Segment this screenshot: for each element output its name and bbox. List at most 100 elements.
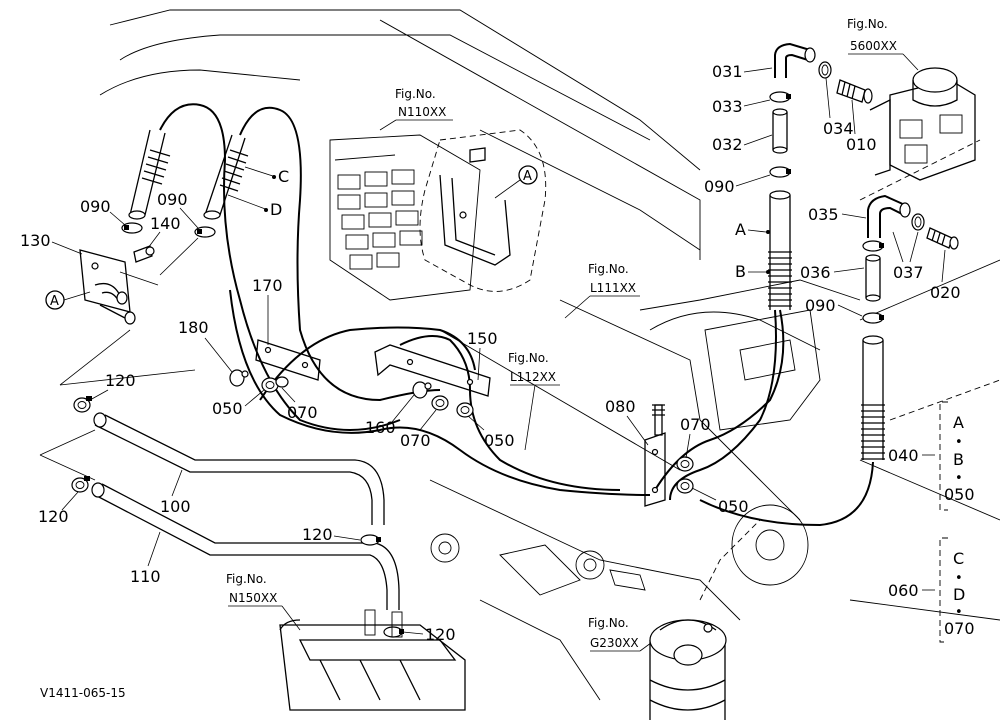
clamp-120-a bbox=[73, 396, 92, 413]
fitting-160 bbox=[412, 381, 432, 399]
label-090-right: 090 bbox=[704, 177, 735, 196]
label-120-d: 120 bbox=[425, 625, 456, 644]
bracket-150 bbox=[374, 344, 491, 397]
elbow-035 bbox=[867, 194, 911, 238]
label-037: 037 bbox=[893, 263, 924, 282]
label-180: 180 bbox=[178, 318, 209, 337]
clamp-037 bbox=[911, 213, 925, 231]
label-090-right2: 090 bbox=[805, 296, 836, 315]
group-040-line2: B bbox=[953, 450, 964, 469]
fig-ref-g230[interactable]: Fig.No. G230XX bbox=[588, 616, 656, 652]
clamp-090-right2 bbox=[862, 240, 884, 252]
clamps-center bbox=[261, 376, 694, 494]
label-160: 160 bbox=[365, 418, 396, 437]
circle-a-top: A bbox=[494, 165, 538, 199]
group-040-dot1: • bbox=[955, 435, 963, 450]
group-060-dot1: • bbox=[955, 571, 963, 586]
tube-036 bbox=[865, 254, 881, 302]
fig-ref-5600-top: Fig.No. bbox=[847, 17, 888, 31]
label-070-a: 070 bbox=[287, 403, 318, 422]
fig-ref-n150-top: Fig.No. bbox=[226, 572, 267, 586]
label-120-b: 120 bbox=[38, 507, 69, 526]
clamp-033 bbox=[769, 91, 791, 103]
label-a-right: A bbox=[735, 220, 746, 239]
group-040: A • B • 050 bbox=[939, 401, 975, 511]
clamp-090-right3 bbox=[862, 312, 884, 324]
tube-032 bbox=[772, 108, 788, 154]
tank-bottom bbox=[279, 609, 466, 711]
group-040-line1: A bbox=[953, 413, 964, 432]
label-090-left1: 090 bbox=[80, 197, 111, 216]
label-032: 032 bbox=[712, 135, 743, 154]
hose-a-b bbox=[654, 190, 792, 501]
circle-a-left: A bbox=[45, 290, 91, 310]
label-d-left: D bbox=[270, 200, 282, 219]
group-060-line3: 070 bbox=[944, 619, 975, 638]
pipe-100 bbox=[93, 412, 385, 525]
label-090-left2: 090 bbox=[157, 190, 188, 209]
fig-ref-n110-code: N110XX bbox=[398, 105, 446, 119]
grille bbox=[337, 169, 423, 270]
label-100: 100 bbox=[160, 497, 191, 516]
fig-ref-n150-code: N150XX bbox=[229, 591, 277, 605]
fig-ref-5600[interactable]: Fig.No. 5600XX bbox=[847, 17, 919, 71]
fig-ref-n110[interactable]: Fig.No. N110XX bbox=[379, 87, 453, 131]
clamp-090-right bbox=[769, 166, 791, 178]
label-070-c: 070 bbox=[680, 415, 711, 434]
clamp-120-d bbox=[383, 626, 404, 638]
label-130: 130 bbox=[20, 231, 51, 250]
clamp-120-b bbox=[71, 476, 90, 493]
hose-assembly-right bbox=[203, 106, 441, 402]
group-060: C • D • 070 bbox=[939, 537, 975, 643]
label-c-left: C bbox=[278, 167, 289, 186]
label-040: 040 bbox=[888, 446, 919, 465]
group-060-line2: D bbox=[953, 585, 965, 604]
fig-ref-l112-code: L112XX bbox=[510, 370, 556, 384]
fitting-020 bbox=[926, 227, 959, 250]
fitting-140 bbox=[133, 245, 155, 263]
label-080: 080 bbox=[605, 397, 636, 416]
pump-housing bbox=[869, 67, 976, 181]
fig-ref-l111[interactable]: Fig.No. L111XX bbox=[564, 262, 640, 319]
label-140: 140 bbox=[150, 214, 181, 233]
label-010: 010 bbox=[846, 135, 877, 154]
label-b-right: B bbox=[735, 262, 746, 281]
group-060-dot2: • bbox=[955, 605, 963, 620]
label-060: 060 bbox=[888, 581, 919, 600]
bracket-130 bbox=[79, 249, 136, 325]
circle-a-top-text: A bbox=[523, 169, 532, 184]
group-040-dot2: • bbox=[955, 471, 963, 486]
label-070-b: 070 bbox=[400, 431, 431, 450]
fitting-180 bbox=[229, 369, 249, 387]
label-050-a: 050 bbox=[212, 399, 243, 418]
fig-ref-5600-code: 5600XX bbox=[850, 39, 897, 53]
label-020: 020 bbox=[930, 283, 961, 302]
group-040-line3: 050 bbox=[944, 485, 975, 504]
label-050-c: 050 bbox=[718, 497, 749, 516]
cylinder-g230 bbox=[649, 519, 761, 720]
circle-a-left-text: A bbox=[50, 294, 59, 309]
label-050-b: 050 bbox=[484, 431, 515, 450]
fig-ref-g230-top: Fig.No. bbox=[588, 616, 629, 630]
clamp-120-c bbox=[360, 534, 381, 546]
clamp-090-left2 bbox=[194, 226, 216, 238]
label-036: 036 bbox=[800, 263, 831, 282]
drawing-id: V1411-065-15 bbox=[40, 686, 126, 700]
label-110: 110 bbox=[130, 567, 161, 586]
label-034: 034 bbox=[823, 119, 854, 138]
label-170: 170 bbox=[252, 276, 283, 295]
elbow-031 bbox=[774, 42, 816, 78]
clamp-090-left1 bbox=[121, 222, 143, 234]
group-060-line1: C bbox=[953, 549, 964, 568]
fig-ref-n150[interactable]: Fig.No. N150XX bbox=[226, 572, 301, 631]
fig-ref-n110-top: Fig.No. bbox=[395, 87, 436, 101]
label-033: 033 bbox=[712, 97, 743, 116]
fitting-010 bbox=[836, 79, 873, 104]
hose-assembly-left bbox=[128, 103, 401, 431]
label-120-c: 120 bbox=[302, 525, 333, 544]
bracket-080 bbox=[644, 404, 666, 507]
labels: 031 033 032 090 034 010 A B 035 036 037 … bbox=[20, 62, 961, 644]
fig-ref-l112[interactable]: Fig.No. L112XX bbox=[508, 351, 560, 451]
fig-ref-l111-top: Fig.No. bbox=[588, 262, 629, 276]
machine-outline bbox=[99, 9, 1000, 701]
